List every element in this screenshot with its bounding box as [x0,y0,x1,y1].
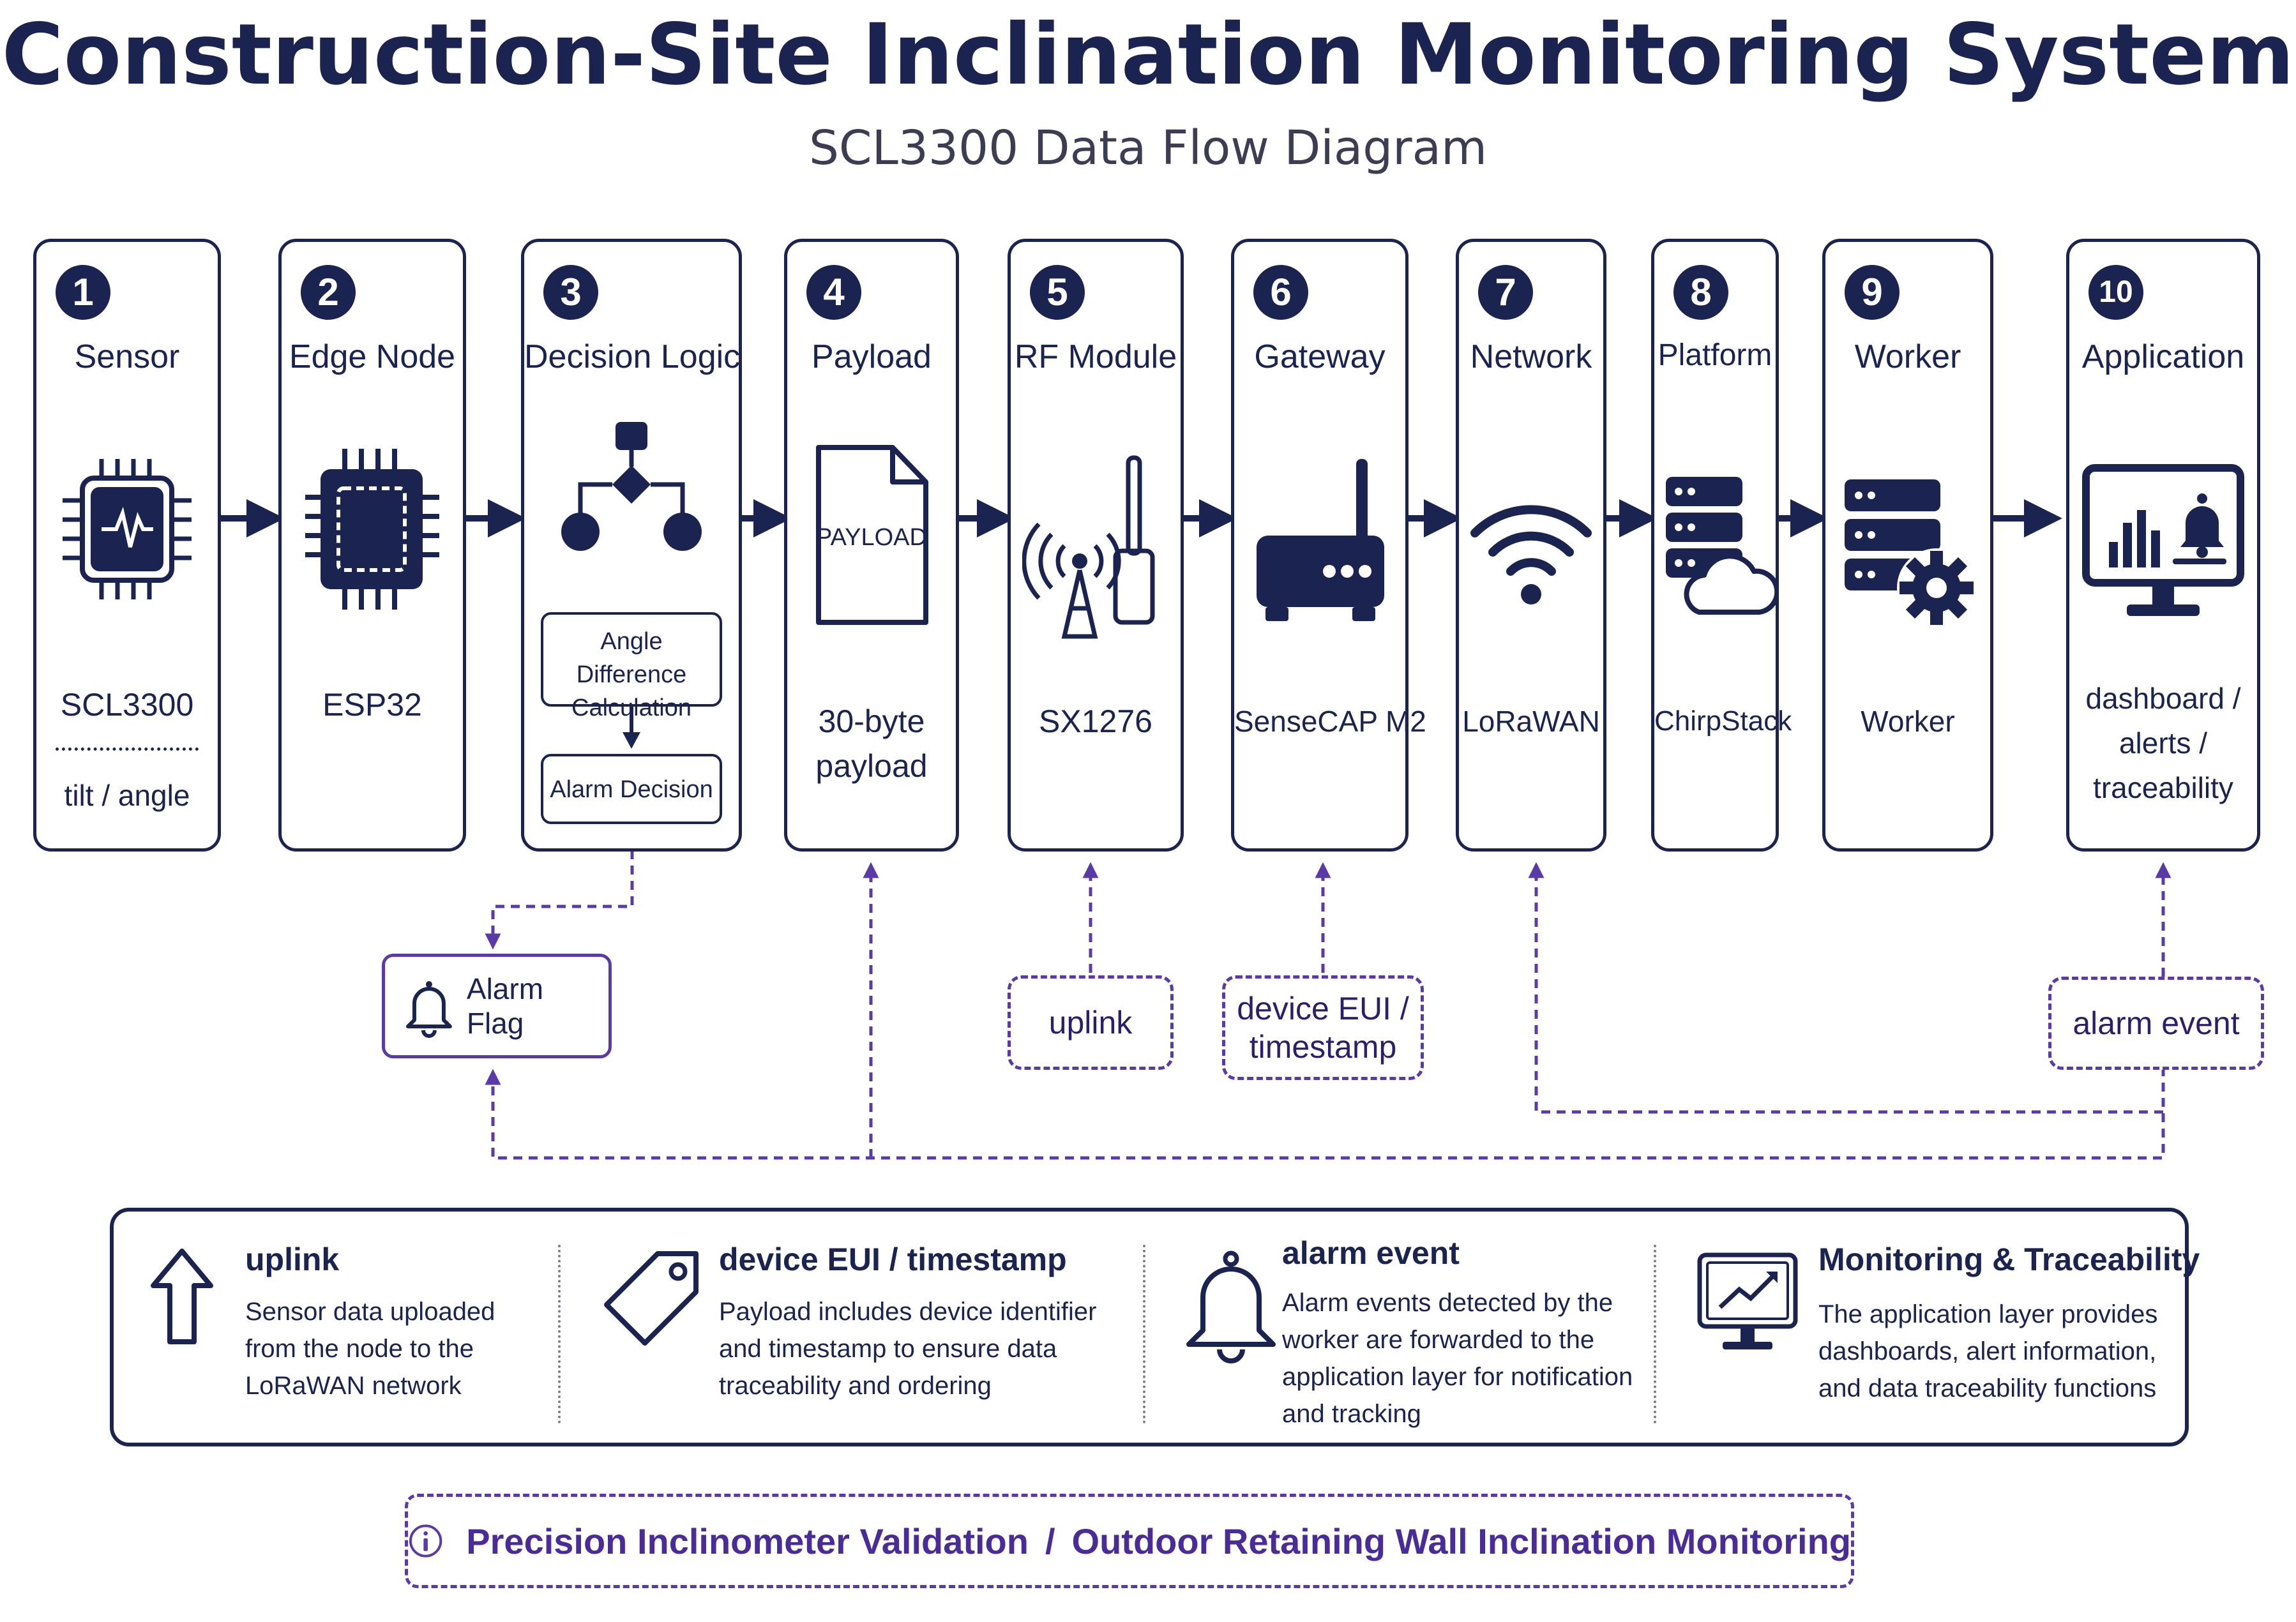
legend-description: Alarm events detected by the worker are … [1282,1289,1633,1428]
legend-item-alarm-event: alarm event Alarm events detected by the… [1161,1212,1684,1443]
alarm-flag-label: Alarm Flag [466,972,544,1040]
stage-payload: 4 Payload PAYLOAD 30-byte payload [784,239,959,852]
alarm-decision-box: Alarm Decision [541,754,722,824]
stage-platform: 8 Platform ChirpStack [1651,239,1792,852]
document-icon-text: PAYLOAD [816,524,927,551]
legend-title: uplink [245,1242,340,1277]
stage-label: SCL3300 [60,687,194,723]
server-gear-icon [1845,479,1976,627]
stage-label: LoRaWAN [1462,705,1600,738]
stage-title: Platform [1658,338,1772,372]
dashed-connectors [485,820,2171,1160]
footer-separator: / [1045,1521,1055,1561]
stage-sensor: 1 Sensor SCL3300 tilt / angle [33,239,221,852]
stage-label: SX1276 [1039,703,1152,739]
legend-title: Monitoring & Traceability [1818,1242,2200,1277]
bottom-feedback-connector [485,1067,2165,1160]
stage-title: Payload [812,338,932,375]
uplink-note: uplink [1008,975,1174,1070]
stage-number: 8 [1673,265,1728,320]
stage-number: 4 [806,265,861,320]
stage-label: ESP32 [322,687,422,723]
legend-divider [558,1245,561,1423]
legend-description: The application layer provides dashboard… [1818,1300,2158,1402]
angle-difference-box: Angle Difference Calculation [541,612,722,721]
monitor-dashboard-icon [2082,464,2244,616]
alarm-flag-box: Alarm Flag [382,954,612,1058]
stage-title: Sensor [74,338,180,375]
stage-label: Worker [1861,705,1955,738]
stage-worker: 9 Worker Worker [1822,239,1993,852]
stage-number: 7 [1478,265,1533,320]
legend-item-device-eui: device EUI / timestamp Payload includes … [580,1212,1142,1443]
step-arrow [623,707,640,749]
stage-number: 9 [1845,265,1899,320]
cloud-server-icon [1666,477,1776,615]
stage-network: 7 Network LoRaWAN [1456,239,1606,852]
stage-application: 10 Application dashboard / alerts / trac… [2066,239,2260,852]
bell-icon [405,981,452,1038]
stage-decision-logic: 3 Decision Logic Angle Difference Calcul… [521,239,742,852]
flowchart-icon [561,422,702,551]
monitor-chart-icon [1697,1252,1798,1349]
router-icon [1257,459,1384,621]
wifi-icon [1470,505,1592,604]
stage-sublabel: tilt / angle [64,779,190,812]
stage-gateway: 6 Gateway SenseCAP M2 [1231,239,1426,852]
radio-antenna-icon [1022,455,1155,639]
legend-title: device EUI / timestamp [719,1242,1067,1277]
stage-number: 10 [2088,265,2143,320]
stage-title: Worker [1854,338,1961,375]
device-eui-note: device EUI / timestamp [1222,975,1424,1080]
footer-left-text: Precision Inclinometer Validation [466,1521,1029,1561]
legend-description: Payload includes device identifier and t… [719,1298,1097,1400]
diagram-title: Construction-Site Inclination Monitoring… [1,6,2295,104]
stage-title: Gateway [1254,338,1386,375]
stage-label: SenseCAP M2 [1234,705,1426,738]
bell-icon [1186,1250,1276,1363]
stage-number: 5 [1030,265,1085,320]
stage-label: dashboard / alerts / traceability [2085,682,2241,804]
alarm-decision-to-flag-connector [485,820,634,950]
stage-label: ChirpStack [1654,705,1792,737]
uplink-note-label: uplink [1048,1005,1133,1040]
alarm-event-note-label: alarm event [2073,1005,2240,1041]
legend-divider [1654,1245,1656,1423]
footer-banner: Precision Inclinometer Validation / Outd… [405,1494,1854,1588]
stage-number: 3 [543,265,598,320]
stage-title: Network [1470,338,1592,375]
tag-icon [604,1251,699,1346]
legend-divider [1143,1245,1145,1423]
stage-rf-module: 5 RF Module SX1276 [1008,239,1184,852]
alarm-event-to-network-connector [1528,862,2163,1114]
alarm-event-note: alarm event [2048,977,2264,1070]
microcontroller-chip-icon [305,449,439,610]
legend-panel: uplink Sensor data uploaded from the nod… [110,1208,2200,1446]
arrow-up-icon [151,1249,213,1344]
stage-title: RF Module [1014,338,1177,375]
device-eui-note-label: device EUI / timestamp [1237,991,1409,1065]
legend-item-monitoring: Monitoring & Traceability The applicatio… [1684,1212,2200,1443]
legend-item-uplink: uplink Sensor data uploaded from the nod… [114,1212,580,1443]
stage-edge-node: 2 Edge Node ESP32 [278,239,466,852]
sensor-chip-icon [63,459,192,599]
legend-description: Sensor data uploaded from the node to th… [245,1298,495,1400]
stage-number: 1 [56,265,110,320]
footer-right-text: Outdoor Retaining Wall Inclination Monit… [1071,1521,1851,1561]
legend-title: alarm event [1282,1235,1460,1271]
stage-label: 30-byte payload [815,703,928,784]
stage-title: Decision Logic [524,338,741,375]
alarm-decision-label: Alarm Decision [550,776,713,803]
stage-title: Edge Node [289,338,456,375]
document-icon [816,445,928,625]
divider [56,747,199,751]
info-icon [409,1524,442,1558]
angle-difference-label: Angle Difference Calculation [571,628,691,721]
stage-number: 2 [301,265,356,320]
stage-title: Application [2081,338,2245,375]
diagram-subtitle: SCL3300 Data Flow Diagram [808,121,1488,176]
stage-number: 6 [1253,265,1308,320]
